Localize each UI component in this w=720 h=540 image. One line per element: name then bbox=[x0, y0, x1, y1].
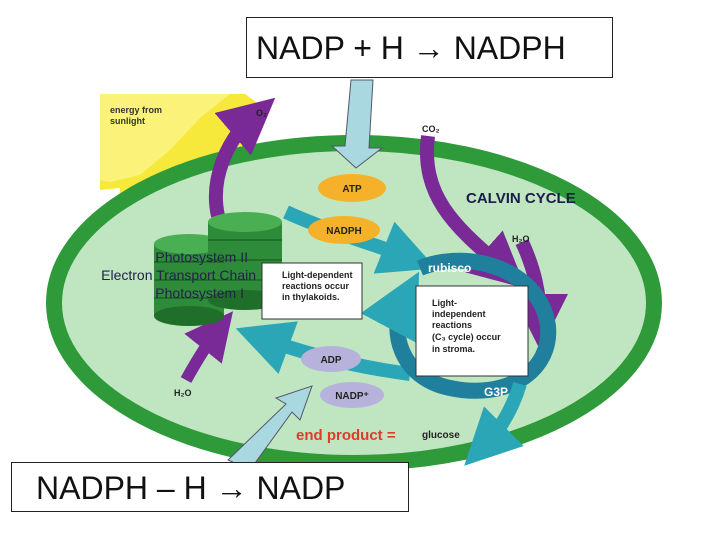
photosystem-ii-label: Photosystem II bbox=[155, 249, 248, 265]
photosystem-i-label: Photosystem I bbox=[155, 285, 244, 301]
g3p-label: G3P bbox=[484, 385, 508, 399]
calvin-cycle-arrow bbox=[360, 252, 557, 399]
top-callout-arrow bbox=[330, 79, 384, 169]
light-dependent-box bbox=[261, 262, 363, 320]
rubisco-label: rubisco bbox=[428, 261, 471, 275]
water-in-arrow bbox=[180, 311, 233, 383]
h2o-bottom-label: H₂O bbox=[174, 388, 192, 398]
nadph-badge bbox=[308, 216, 380, 244]
end-product-label: end product = bbox=[296, 427, 396, 444]
top-caption-text: NADP + H → NADPH bbox=[256, 30, 566, 66]
co2-arrow bbox=[420, 135, 526, 289]
nadp-plus-label: NADP⁺ bbox=[335, 391, 369, 402]
atp-label: ATP bbox=[342, 184, 362, 195]
electron-transport-chain-label: Electron Transport Chain bbox=[101, 267, 256, 283]
atp-badge bbox=[318, 174, 386, 202]
top-caption-box: NADP + H → NADPH bbox=[246, 17, 613, 78]
light-independent-box bbox=[415, 285, 529, 377]
adp-badge bbox=[301, 346, 361, 372]
co2-label: CO₂ bbox=[422, 124, 440, 134]
bottom-callout-arrow bbox=[227, 385, 313, 471]
calvin-cycle-label: CALVIN CYCLE bbox=[466, 190, 576, 207]
h2o-top-label: H₂O bbox=[512, 234, 530, 244]
bottom-caption-text: NADPH – H → NADP bbox=[36, 470, 346, 506]
glucose-label: glucose bbox=[422, 430, 460, 441]
adp-label: ADP bbox=[320, 355, 341, 366]
o2-arrow bbox=[208, 97, 276, 218]
nadp-badge bbox=[320, 382, 384, 408]
o2-label: O₂ bbox=[256, 108, 267, 118]
g3p-output-arrow bbox=[464, 381, 527, 466]
nadph-label: NADPH bbox=[326, 226, 362, 237]
bottom-caption-box: NADPH – H → NADP bbox=[11, 462, 409, 512]
